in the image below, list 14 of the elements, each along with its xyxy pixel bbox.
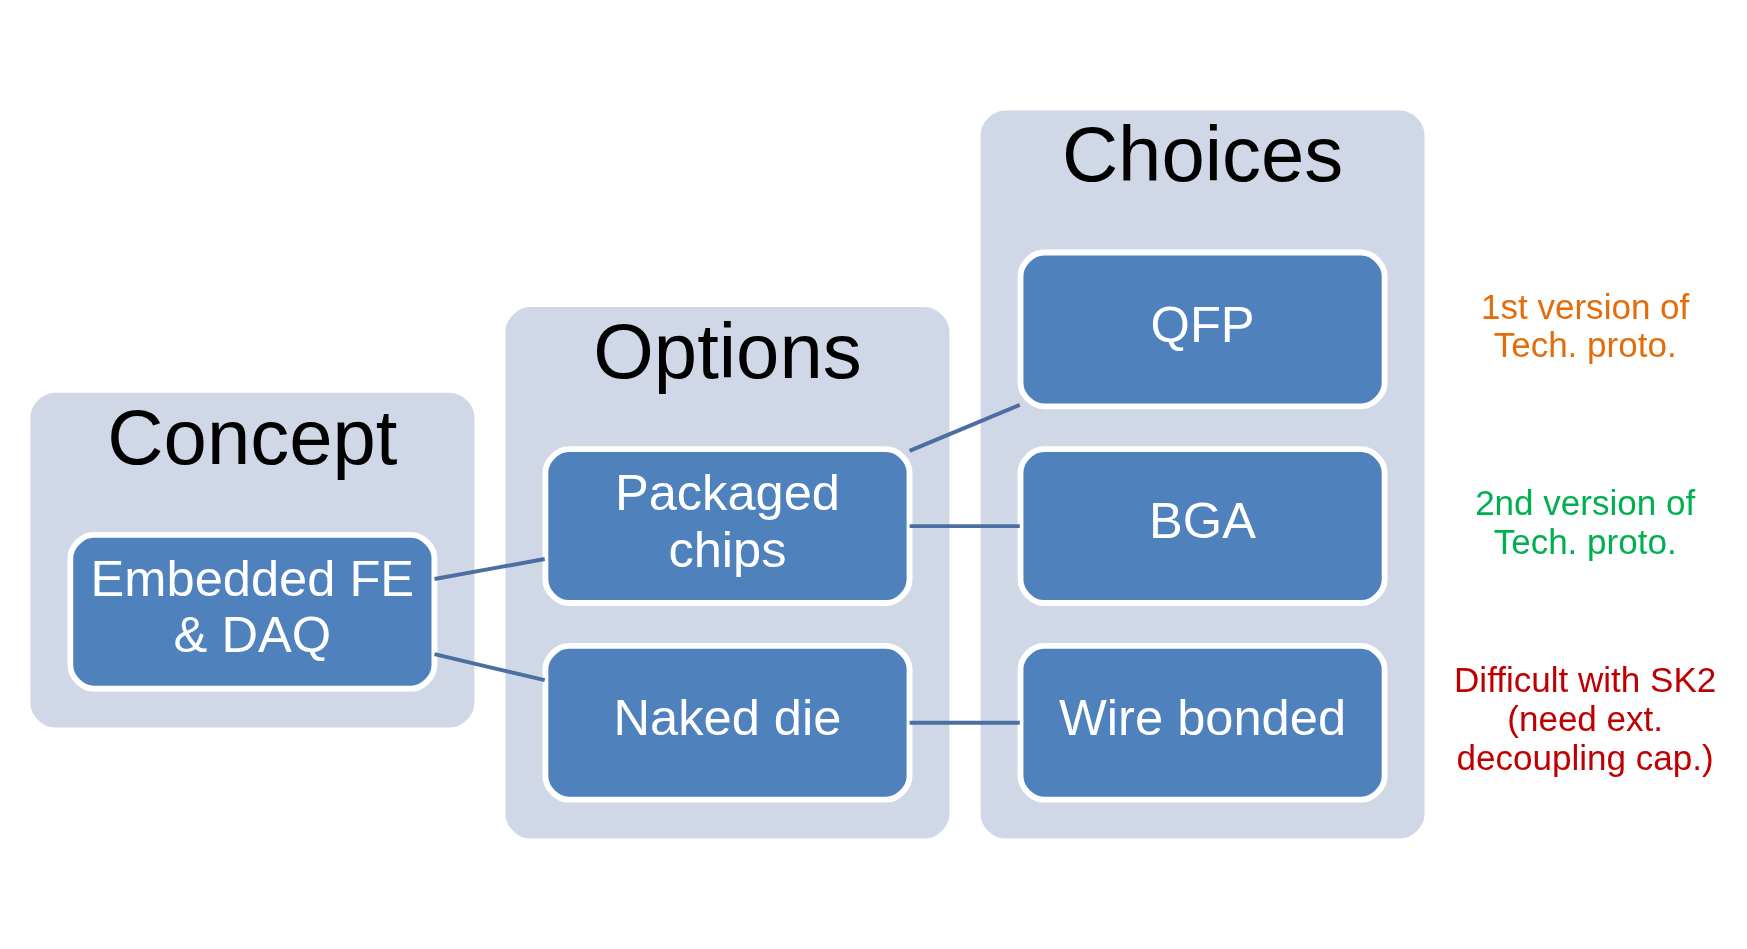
- node-box: Embedded FE & DAQ: [67, 531, 438, 692]
- connector: [908, 403, 1021, 453]
- node-label: Difficult with SK2 (need ext. decoupling cap.): [1454, 660, 1717, 778]
- node-box: Naked die: [542, 642, 913, 803]
- node-box: Packaged chips: [542, 446, 913, 606]
- connector: [434, 557, 546, 581]
- node-label: 1st version of Tech. proto.: [1480, 286, 1690, 365]
- node-box: Wire bonded: [1017, 642, 1388, 803]
- connector: [909, 524, 1020, 529]
- connector: [909, 720, 1020, 725]
- node-box: QFP: [1017, 249, 1388, 410]
- node-box: BGA: [1017, 446, 1388, 606]
- connector: [434, 652, 546, 683]
- node-label: 2nd version of Tech. proto.: [1475, 483, 1696, 562]
